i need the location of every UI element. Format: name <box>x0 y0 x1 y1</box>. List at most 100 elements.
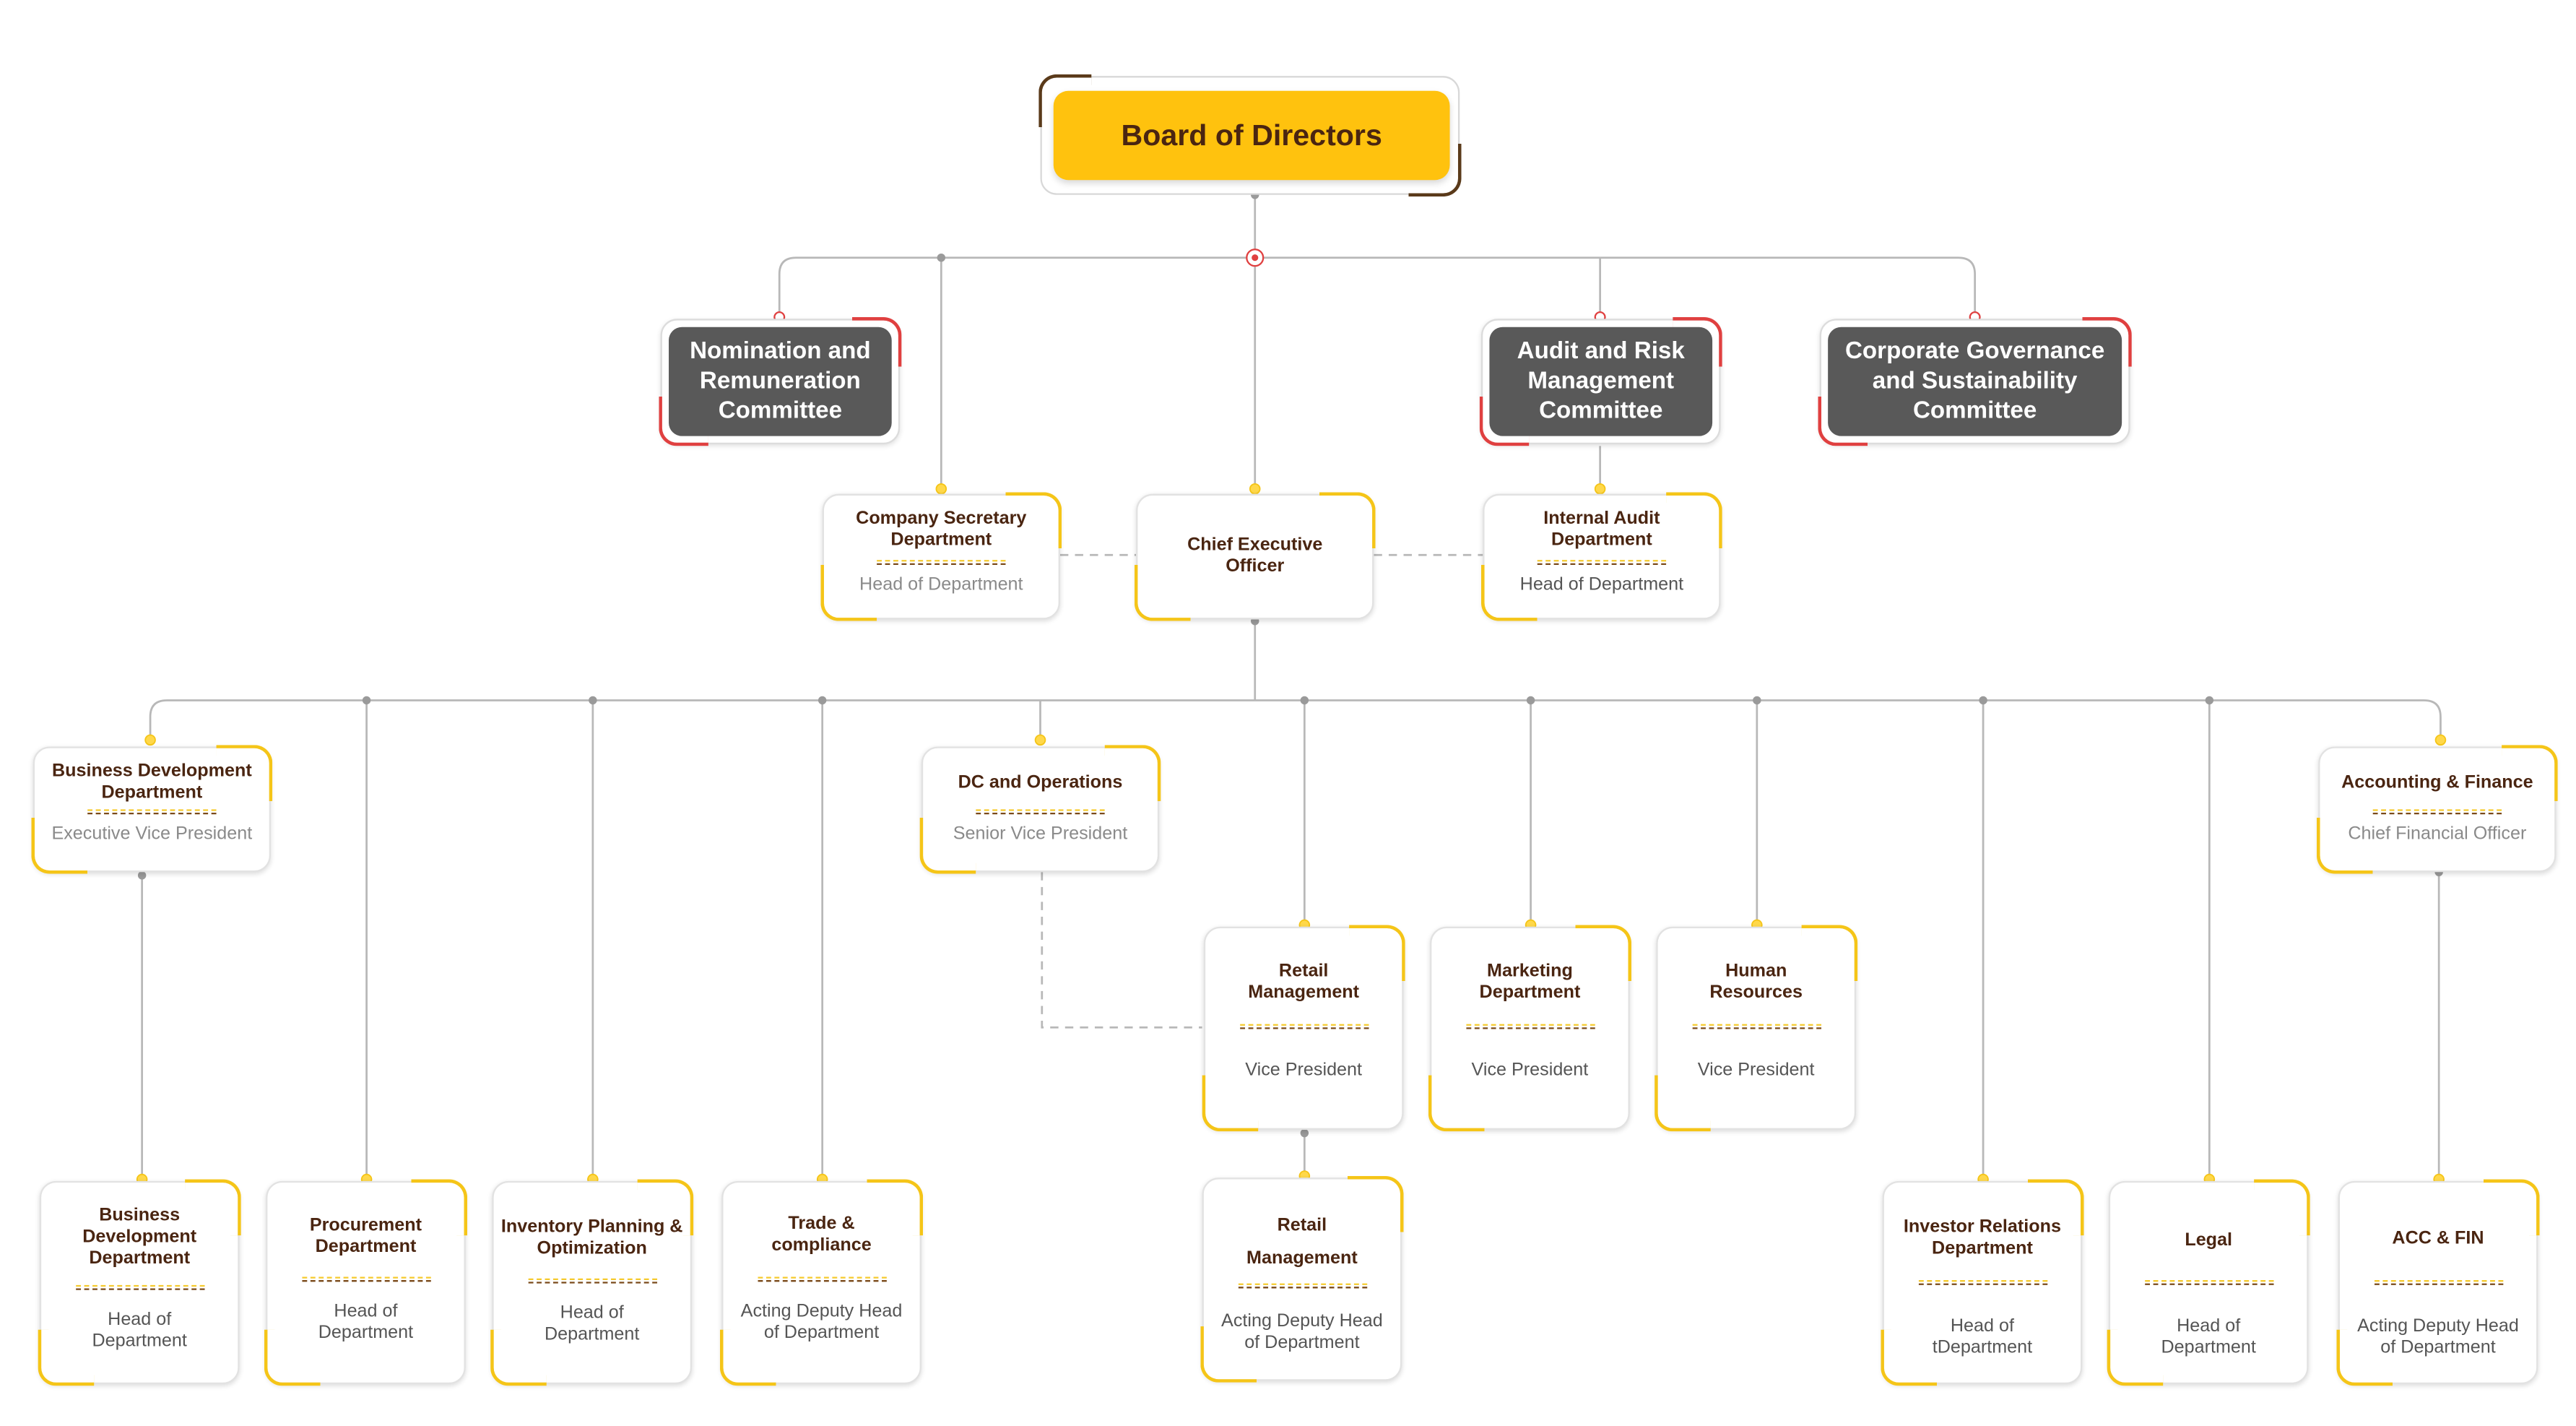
node-divider <box>1917 1280 2047 1285</box>
node-corner-accent <box>2483 1179 2540 1236</box>
node-corner-accent <box>2502 745 2558 801</box>
investor-relations-node[interactable]: Investor Relations Department Head of tD… <box>1881 1179 2084 1386</box>
node-title: Trade & compliance <box>771 1214 872 1256</box>
node-corner-accent <box>38 1329 95 1386</box>
committee-corner-accent <box>2082 317 2132 367</box>
node-title: Company Secretary Department <box>856 509 1027 550</box>
marketing-node[interactable]: Marketing Department Vice President <box>1428 925 1632 1132</box>
node-corner-accent <box>1428 1075 1485 1132</box>
inventory-planning-node[interactable]: Inventory Planning & Optimization Head o… <box>490 1179 694 1386</box>
node-corner-accent <box>2316 817 2373 874</box>
node-title: Procurement Department <box>309 1215 422 1258</box>
node-corner-accent <box>919 817 976 874</box>
node-divider <box>1237 1283 1367 1289</box>
node-role: Vice President <box>1245 1060 1363 1081</box>
node-divider <box>2144 1280 2273 1285</box>
node-divider <box>757 1276 886 1282</box>
governance-committee[interactable]: Corporate Governance and Sustainability … <box>1818 317 2132 446</box>
node-corner-accent <box>1575 925 1632 982</box>
node-role: Head of tDepartment <box>1932 1316 2033 1358</box>
node-title: Retail Management <box>1248 961 1360 1003</box>
node-role: Vice President <box>1471 1060 1589 1081</box>
committee-title: Audit and Risk Management Committee <box>1489 327 1713 436</box>
node-title: Legal <box>2185 1230 2233 1250</box>
node-corner-accent <box>1655 1075 1711 1132</box>
node-title: Accounting & Finance <box>2341 773 2533 793</box>
node-role: Head of Department <box>2161 1316 2256 1358</box>
ceo-node[interactable]: Chief Executive Officer <box>1134 492 1376 621</box>
board-title: Board of Directors <box>1053 90 1450 181</box>
internal-audit-node[interactable]: Internal Audit Department Head of Depart… <box>1480 492 1722 621</box>
node-role: Chief Financial Officer <box>2348 824 2527 844</box>
node-role: Head of Department <box>92 1310 187 1352</box>
board-of-directors[interactable]: Board of Directors <box>1038 74 1462 197</box>
human-resources-node[interactable]: Human Resources Vice President <box>1655 925 1858 1132</box>
node-corner-accent <box>216 745 273 801</box>
legal-node[interactable]: Legal Head of Department <box>2107 1179 2310 1386</box>
committee-corner-accent <box>1673 317 1722 367</box>
node-divider <box>976 809 1105 815</box>
node-corner-accent <box>1801 925 1858 982</box>
board-corner-accent <box>1038 74 1092 128</box>
node-divider <box>527 1278 656 1284</box>
node-title: Business Development Department <box>82 1206 197 1269</box>
business-development-node[interactable]: Business Development Department Executiv… <box>31 745 273 874</box>
nomination-committee[interactable]: Nomination and Remuneration Committee <box>659 317 902 446</box>
node-corner-accent <box>1134 564 1191 621</box>
node-corner-accent <box>1666 492 1722 549</box>
node-corner-accent <box>1200 1326 1257 1383</box>
committee-corner-accent <box>1818 396 1868 446</box>
node-corner-accent <box>1347 1175 1404 1232</box>
node-corner-accent <box>1480 564 1538 621</box>
node-corner-accent <box>1319 492 1376 549</box>
node-corner-accent <box>2107 1329 2164 1386</box>
committee-corner-accent <box>659 396 708 446</box>
node-corner-accent <box>31 817 88 874</box>
dc-operations-node[interactable]: DC and Operations Senior Vice President <box>919 745 1161 874</box>
node-role: Head of Department <box>859 574 1023 595</box>
node-divider <box>877 560 1006 565</box>
node-divider <box>1691 1024 1821 1029</box>
trade-compliance-node[interactable]: Trade & compliance Acting Deputy Head of… <box>719 1179 924 1386</box>
node-title: DC and Operations <box>958 773 1123 793</box>
retail-deputy-node[interactable]: Retail Management Acting Deputy Head of … <box>1200 1175 1404 1383</box>
node-role: Acting Deputy Head of Department <box>740 1301 903 1343</box>
node-title: Internal Audit Department <box>1543 509 1660 550</box>
node-title: Human Resources <box>1709 961 1803 1003</box>
node-corner-accent <box>719 1329 776 1386</box>
node-divider <box>1465 1024 1595 1029</box>
node-title: Chief Executive Officer <box>1187 535 1323 576</box>
node-role: Senior Vice President <box>953 824 1128 844</box>
acc-fin-node[interactable]: ACC & FIN Acting Deputy Head of Departme… <box>2336 1179 2540 1386</box>
procurement-node[interactable]: Procurement Department Head of Departmen… <box>264 1179 468 1386</box>
node-role: Acting Deputy Head of Department <box>2357 1316 2519 1358</box>
bd-department-node[interactable]: Business Development Department Head of … <box>38 1179 241 1386</box>
node-role: Vice President <box>1697 1060 1815 1081</box>
node-divider <box>2372 809 2502 815</box>
committee-corner-accent <box>1479 396 1530 446</box>
board-corner-accent <box>1408 143 1462 197</box>
node-divider <box>75 1284 204 1290</box>
accounting-finance-node[interactable]: Accounting & Finance Chief Financial Off… <box>2316 745 2558 874</box>
node-role: Head of Department <box>318 1301 414 1343</box>
node-role: Head of Department <box>1519 574 1684 595</box>
node-divider <box>2373 1280 2503 1285</box>
node-corner-accent <box>637 1179 694 1236</box>
node-corner-accent <box>411 1179 468 1236</box>
node-corner-accent <box>1104 745 1161 801</box>
node-divider <box>1239 1024 1369 1029</box>
audit-risk-committee[interactable]: Audit and Risk Management Committee <box>1479 317 1722 446</box>
node-corner-accent <box>820 564 877 621</box>
node-title: Marketing Department <box>1479 961 1581 1003</box>
node-title: Business Development Department <box>51 761 252 803</box>
node-corner-accent <box>1005 492 1062 549</box>
node-corner-accent <box>1202 1075 1259 1132</box>
node-corner-accent <box>867 1179 924 1236</box>
node-divider <box>87 809 217 815</box>
company-secretary-node[interactable]: Company Secretary Department Head of Dep… <box>820 492 1062 621</box>
retail-management-node[interactable]: Retail Management Vice President <box>1202 925 1405 1132</box>
node-title: Retail Management <box>1246 1215 1358 1269</box>
node-corner-accent <box>1349 925 1405 982</box>
node-divider <box>301 1276 430 1282</box>
